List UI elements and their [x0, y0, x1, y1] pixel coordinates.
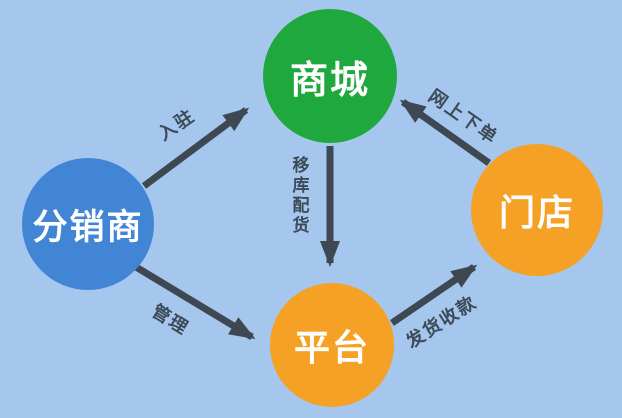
node-mall: 商城 [263, 9, 397, 143]
arrow-distributor-to-platform [134, 264, 256, 340]
arrow-store-to-mall [399, 99, 492, 166]
node-store: 门店 [471, 144, 603, 276]
node-platform: 平台 [270, 283, 394, 407]
node-distributor: 分销商 [22, 158, 154, 290]
edge-label-stock-transfer: 移库配货 [289, 156, 309, 236]
node-mall-label: 商城 [289, 59, 370, 102]
arrow-distributor-to-mall [141, 107, 250, 189]
node-platform-label: 平台 [293, 327, 370, 368]
arrow-platform-to-store [390, 264, 478, 326]
node-distributor-label: 分销商 [32, 207, 144, 247]
node-store-label: 门店 [498, 192, 575, 233]
